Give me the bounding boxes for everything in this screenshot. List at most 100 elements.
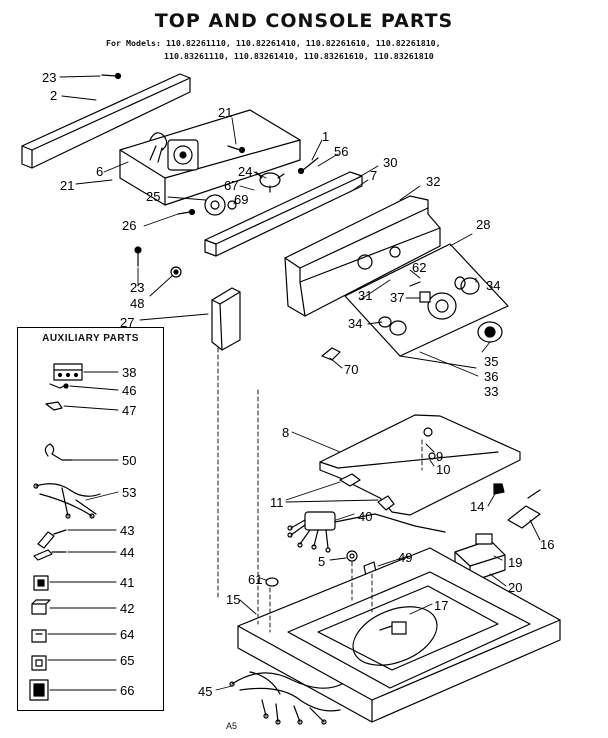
screw-part-23 (101, 72, 122, 80)
console-bracket (119, 109, 301, 206)
clip-part-70 (321, 347, 341, 361)
callout-62: 62 (412, 260, 426, 275)
callout-28: 28 (476, 217, 490, 232)
callout-33: 33 (484, 384, 498, 399)
callout-labels: 23 2 21 1 56 30 7 32 6 21 24 67 25 69 26… (42, 70, 554, 699)
harness-part-40 (287, 511, 446, 553)
callout-1: 1 (322, 129, 329, 144)
aux-callout-65: 65 (120, 653, 134, 668)
nut-part-48 (170, 266, 182, 278)
callout-69: 69 (234, 192, 248, 207)
aux-part-42-switch (31, 599, 51, 615)
callout-21: 21 (218, 105, 232, 120)
bracket-part-27 (211, 287, 241, 351)
models-line-1: For Models: 110.82261110, 110.82261410, … (106, 38, 441, 48)
callout-11: 11 (270, 495, 284, 510)
callout-40: 40 (358, 509, 372, 524)
aux-callout-50: 50 (122, 453, 136, 468)
aux-callout-43: 43 (120, 523, 134, 538)
callout-24: 24 (238, 164, 252, 179)
callout-49: 49 (398, 550, 412, 565)
main-top-lid (319, 414, 521, 516)
aux-callout-53: 53 (122, 485, 136, 500)
bumper-part-14 (493, 483, 505, 495)
aux-callout-41: 41 (120, 575, 134, 590)
control-panel-strip (204, 171, 363, 257)
aux-callout-44: 44 (120, 545, 134, 560)
callout-45: 45 (198, 684, 212, 699)
auxiliary-parts-title: AUXILIARY PARTS (42, 333, 139, 344)
callout-26: 26 (122, 218, 136, 233)
callout-21-lower: 21 (60, 178, 74, 193)
callout-25: 25 (146, 189, 160, 204)
callout-16: 16 (540, 537, 554, 552)
aux-callout-42: 42 (120, 601, 134, 616)
grommet-part-5 (346, 550, 358, 562)
leader-lines (47, 75, 541, 691)
callout-7: 7 (370, 168, 377, 183)
callout-61: 61 (248, 572, 262, 587)
callout-17: 17 (434, 598, 448, 613)
cabinet-top (237, 547, 561, 723)
aux-part-38-terminal-block (53, 363, 83, 381)
callout-15: 15 (226, 592, 240, 607)
aux-part-64-plug (31, 629, 47, 643)
callout-10: 10 (436, 462, 450, 477)
aux-part-44-connector (33, 549, 67, 561)
aux-part-47-clip (45, 401, 63, 411)
callout-35: 35 (484, 354, 498, 369)
switch-part-16 (507, 489, 541, 529)
callout-67: 67 (224, 178, 238, 193)
aux-part-46-screw (49, 383, 69, 389)
callout-32: 32 (426, 174, 440, 189)
callout-23-lower: 23 (130, 280, 144, 295)
callout-48: 48 (130, 296, 144, 311)
cap-part-61 (265, 577, 279, 587)
callout-2: 2 (50, 88, 57, 103)
callout-5: 5 (318, 554, 325, 569)
callout-20: 20 (508, 580, 522, 595)
models-line-2: 110.83261110, 110.83261410, 110.83261610… (164, 51, 434, 61)
rear-top-panel (21, 73, 191, 169)
callout-34: 34 (486, 278, 500, 293)
auxiliary-parts-box (17, 327, 164, 711)
screw-part-26 (177, 208, 196, 216)
screw-part-23-lower (134, 246, 142, 267)
alignment-lines (217, 347, 423, 633)
auxiliary-part-icons (29, 363, 101, 701)
console-backsplash (284, 195, 441, 317)
callout-14: 14 (470, 499, 484, 514)
callout-37: 37 (390, 290, 404, 305)
aux-part-43-connector (37, 529, 67, 549)
aux-part-41-switch (33, 575, 49, 591)
callout-23: 23 (42, 70, 56, 85)
callout-34-lower: 34 (348, 316, 362, 331)
page-footer-code: A5 (226, 721, 238, 731)
callout-36: 36 (484, 369, 498, 384)
callout-8: 8 (282, 425, 289, 440)
callout-9: 9 (436, 449, 443, 464)
aux-part-53-harness (33, 483, 101, 519)
aux-callout-46: 46 (122, 383, 136, 398)
aux-part-50-wire (44, 443, 73, 461)
callout-56: 56 (334, 144, 348, 159)
aux-callout-66: 66 (120, 683, 134, 698)
aux-callout-47: 47 (122, 403, 136, 418)
timer-motor (149, 132, 199, 171)
switch-part-24 (255, 171, 285, 193)
callout-31: 31 (358, 288, 372, 303)
aux-part-65-plug (31, 655, 47, 671)
harness-part-45 (229, 671, 343, 725)
aux-part-66-plug (29, 679, 49, 701)
callout-27: 27 (120, 315, 134, 330)
diagram-title: TOP AND CONSOLE PARTS (154, 10, 454, 32)
callout-70: 70 (344, 362, 358, 377)
callout-19: 19 (508, 555, 522, 570)
callout-30: 30 (383, 155, 397, 170)
screw-part-21 (227, 145, 246, 154)
aux-callout-64: 64 (120, 627, 134, 642)
hinge-part-11 (339, 473, 395, 511)
knob-part-25 (204, 194, 237, 216)
aux-callout-38: 38 (122, 365, 136, 380)
